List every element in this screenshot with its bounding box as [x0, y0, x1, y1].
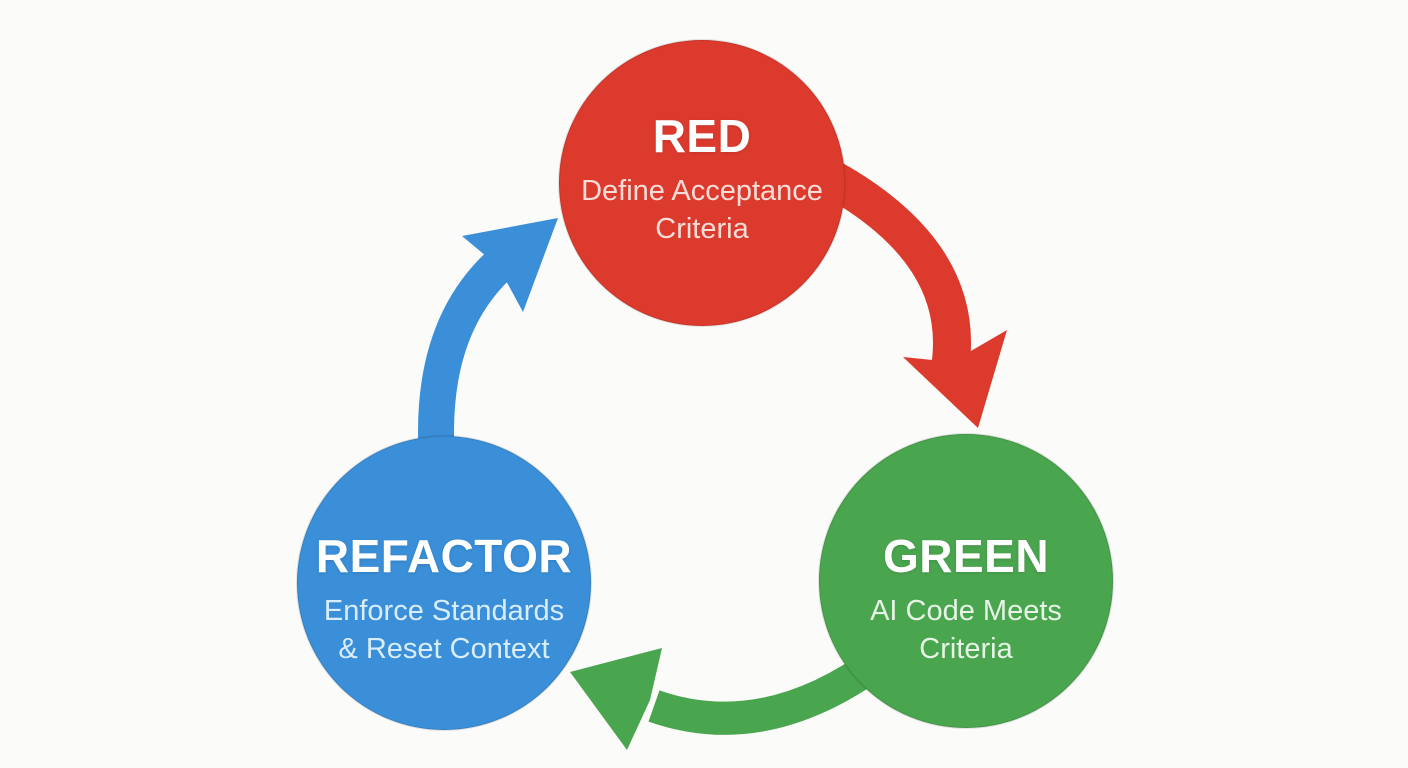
arrow-green-to-refactor-head — [570, 648, 662, 750]
arrow-green-to-refactor-shaft — [648, 646, 890, 735]
node-refactor-circle — [296, 435, 592, 731]
node-red-circle — [558, 39, 846, 327]
node-green-circle — [818, 433, 1114, 729]
arrow-refactor-to-red-head — [462, 218, 558, 312]
arrow-refactor-to-red-shaft — [418, 250, 513, 462]
arrow-red-to-green-head — [903, 330, 1007, 428]
arrow-red-to-green-shaft — [815, 158, 971, 371]
